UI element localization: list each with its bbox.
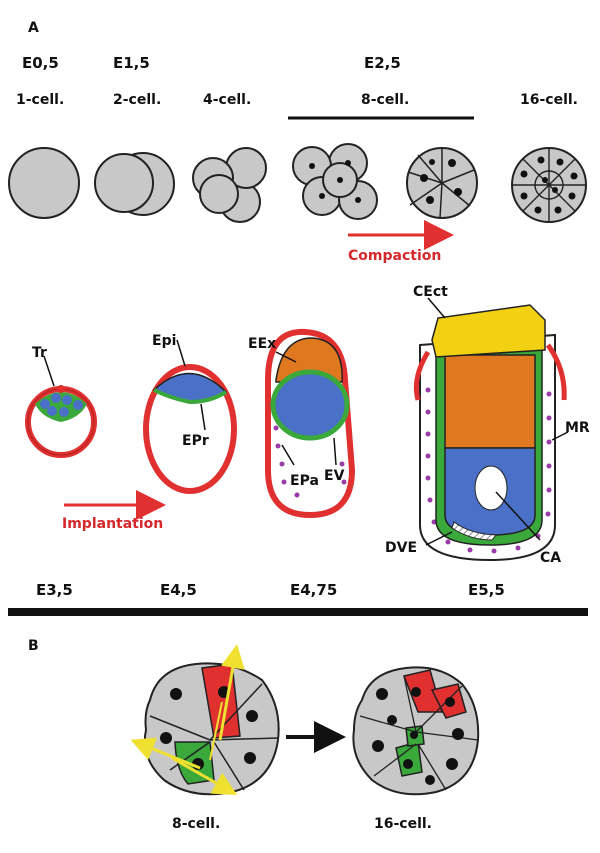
one-cell-embryo — [8, 147, 80, 219]
label-epi: Epi — [152, 333, 176, 349]
stage-e4-75: E4,75 — [290, 581, 337, 599]
compaction-label: Compaction — [348, 248, 441, 264]
label-8-cell: 8-cell. — [361, 92, 409, 108]
label-ca: CA — [540, 550, 561, 566]
label-ev: EV — [324, 468, 345, 484]
label-1-cell: 1-cell. — [16, 92, 64, 108]
label-dve: DVE — [385, 540, 417, 556]
sixteen-cell-embryo — [511, 147, 587, 223]
panel-a-letter: A — [28, 20, 39, 36]
two-cell-embryo — [94, 152, 175, 216]
label-b-16-cell: 16-cell. — [374, 816, 432, 832]
stage-e4-5: E4,5 — [160, 581, 197, 599]
label-4-cell: 4-cell. — [203, 92, 251, 108]
label-epa: EPa — [290, 473, 319, 489]
stage-e5-5: E5,5 — [468, 581, 505, 599]
egg-cylinder-e5-5 — [413, 297, 569, 562]
compacted-morula — [406, 147, 478, 219]
eight-cell-embryo — [292, 143, 378, 220]
label-16-cell: 16-cell. — [520, 92, 578, 108]
label-b-8-cell: 8-cell. — [172, 816, 220, 832]
egg-cylinder-e4-75 — [265, 328, 356, 519]
stage-e1-5: E1,5 — [113, 54, 150, 72]
four-cell-embryo — [192, 147, 267, 223]
label-2-cell: 2-cell. — [113, 92, 161, 108]
sixteen-cell-result-diagram — [352, 666, 480, 796]
label-epr: EPr — [182, 433, 209, 449]
panel-separator — [8, 608, 588, 616]
stage-e2-5: E2,5 — [364, 54, 401, 72]
blastocyst-e4-5 — [143, 339, 237, 494]
stage-e0-5: E0,5 — [22, 54, 59, 72]
stage-e3-5: E3,5 — [36, 581, 73, 599]
label-tr: Tr — [32, 345, 47, 361]
label-cect: CEct — [413, 284, 448, 300]
panel-b-letter: B — [28, 638, 39, 654]
implantation-label: Implantation — [62, 516, 163, 532]
blastocyst-e3-5 — [25, 355, 97, 458]
label-eex: EEx — [248, 336, 276, 352]
eight-cell-division-diagram — [130, 644, 280, 796]
label-mr: MR — [565, 420, 590, 436]
